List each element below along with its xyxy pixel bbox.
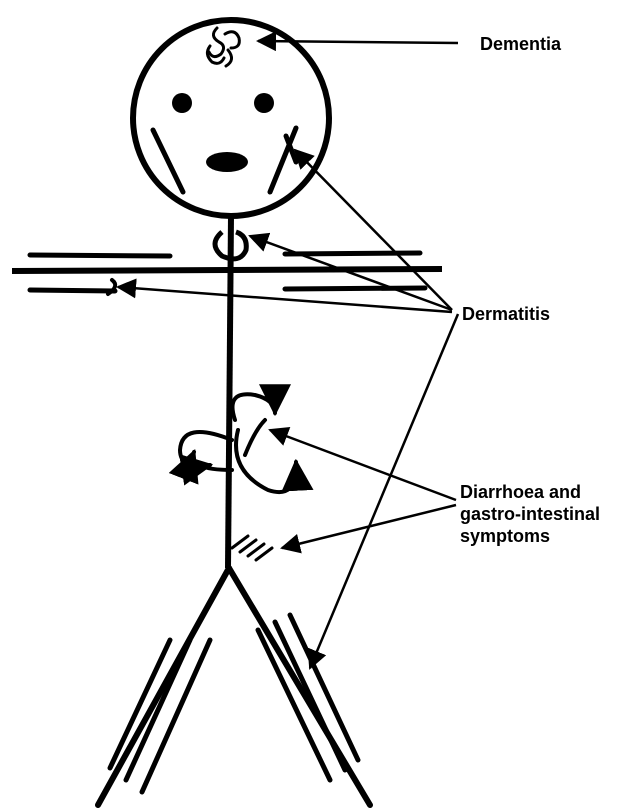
mouth-icon [206, 152, 248, 172]
eye-icon [254, 93, 274, 113]
dermatitis-label: Dermatitis [462, 303, 550, 325]
diarrhoea-label-line-1: Diarrhoea and [460, 481, 640, 503]
diarrhoea-label-line-2: gastro-intestinal [460, 503, 640, 525]
diarrhoea-label: Diarrhoea and gastro-intestinal symptoms [460, 481, 640, 547]
hatch-marks-icon [232, 536, 272, 560]
legs [98, 568, 370, 805]
diarrhoea-label-line-3: symptoms [460, 525, 640, 547]
eye-icon [172, 93, 192, 113]
dementia-label: Dementia [480, 33, 561, 55]
arms [12, 269, 442, 271]
intestine-loops-icon [180, 394, 296, 492]
brain-swirl-icon [207, 28, 239, 66]
